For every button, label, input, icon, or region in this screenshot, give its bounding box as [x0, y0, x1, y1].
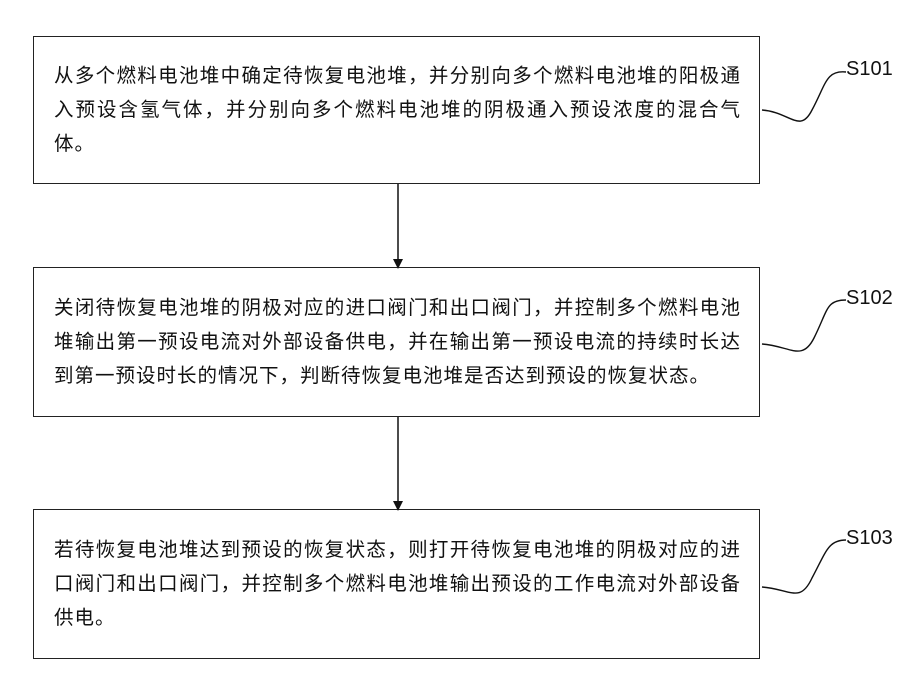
leader-line-s102	[762, 300, 846, 351]
step-label-s103: S103	[846, 527, 893, 550]
leader-line-s103	[762, 540, 846, 593]
leader-line-s101	[762, 72, 846, 121]
step-label-s102: S102	[846, 287, 893, 310]
step-label-s101: S101	[846, 58, 893, 81]
